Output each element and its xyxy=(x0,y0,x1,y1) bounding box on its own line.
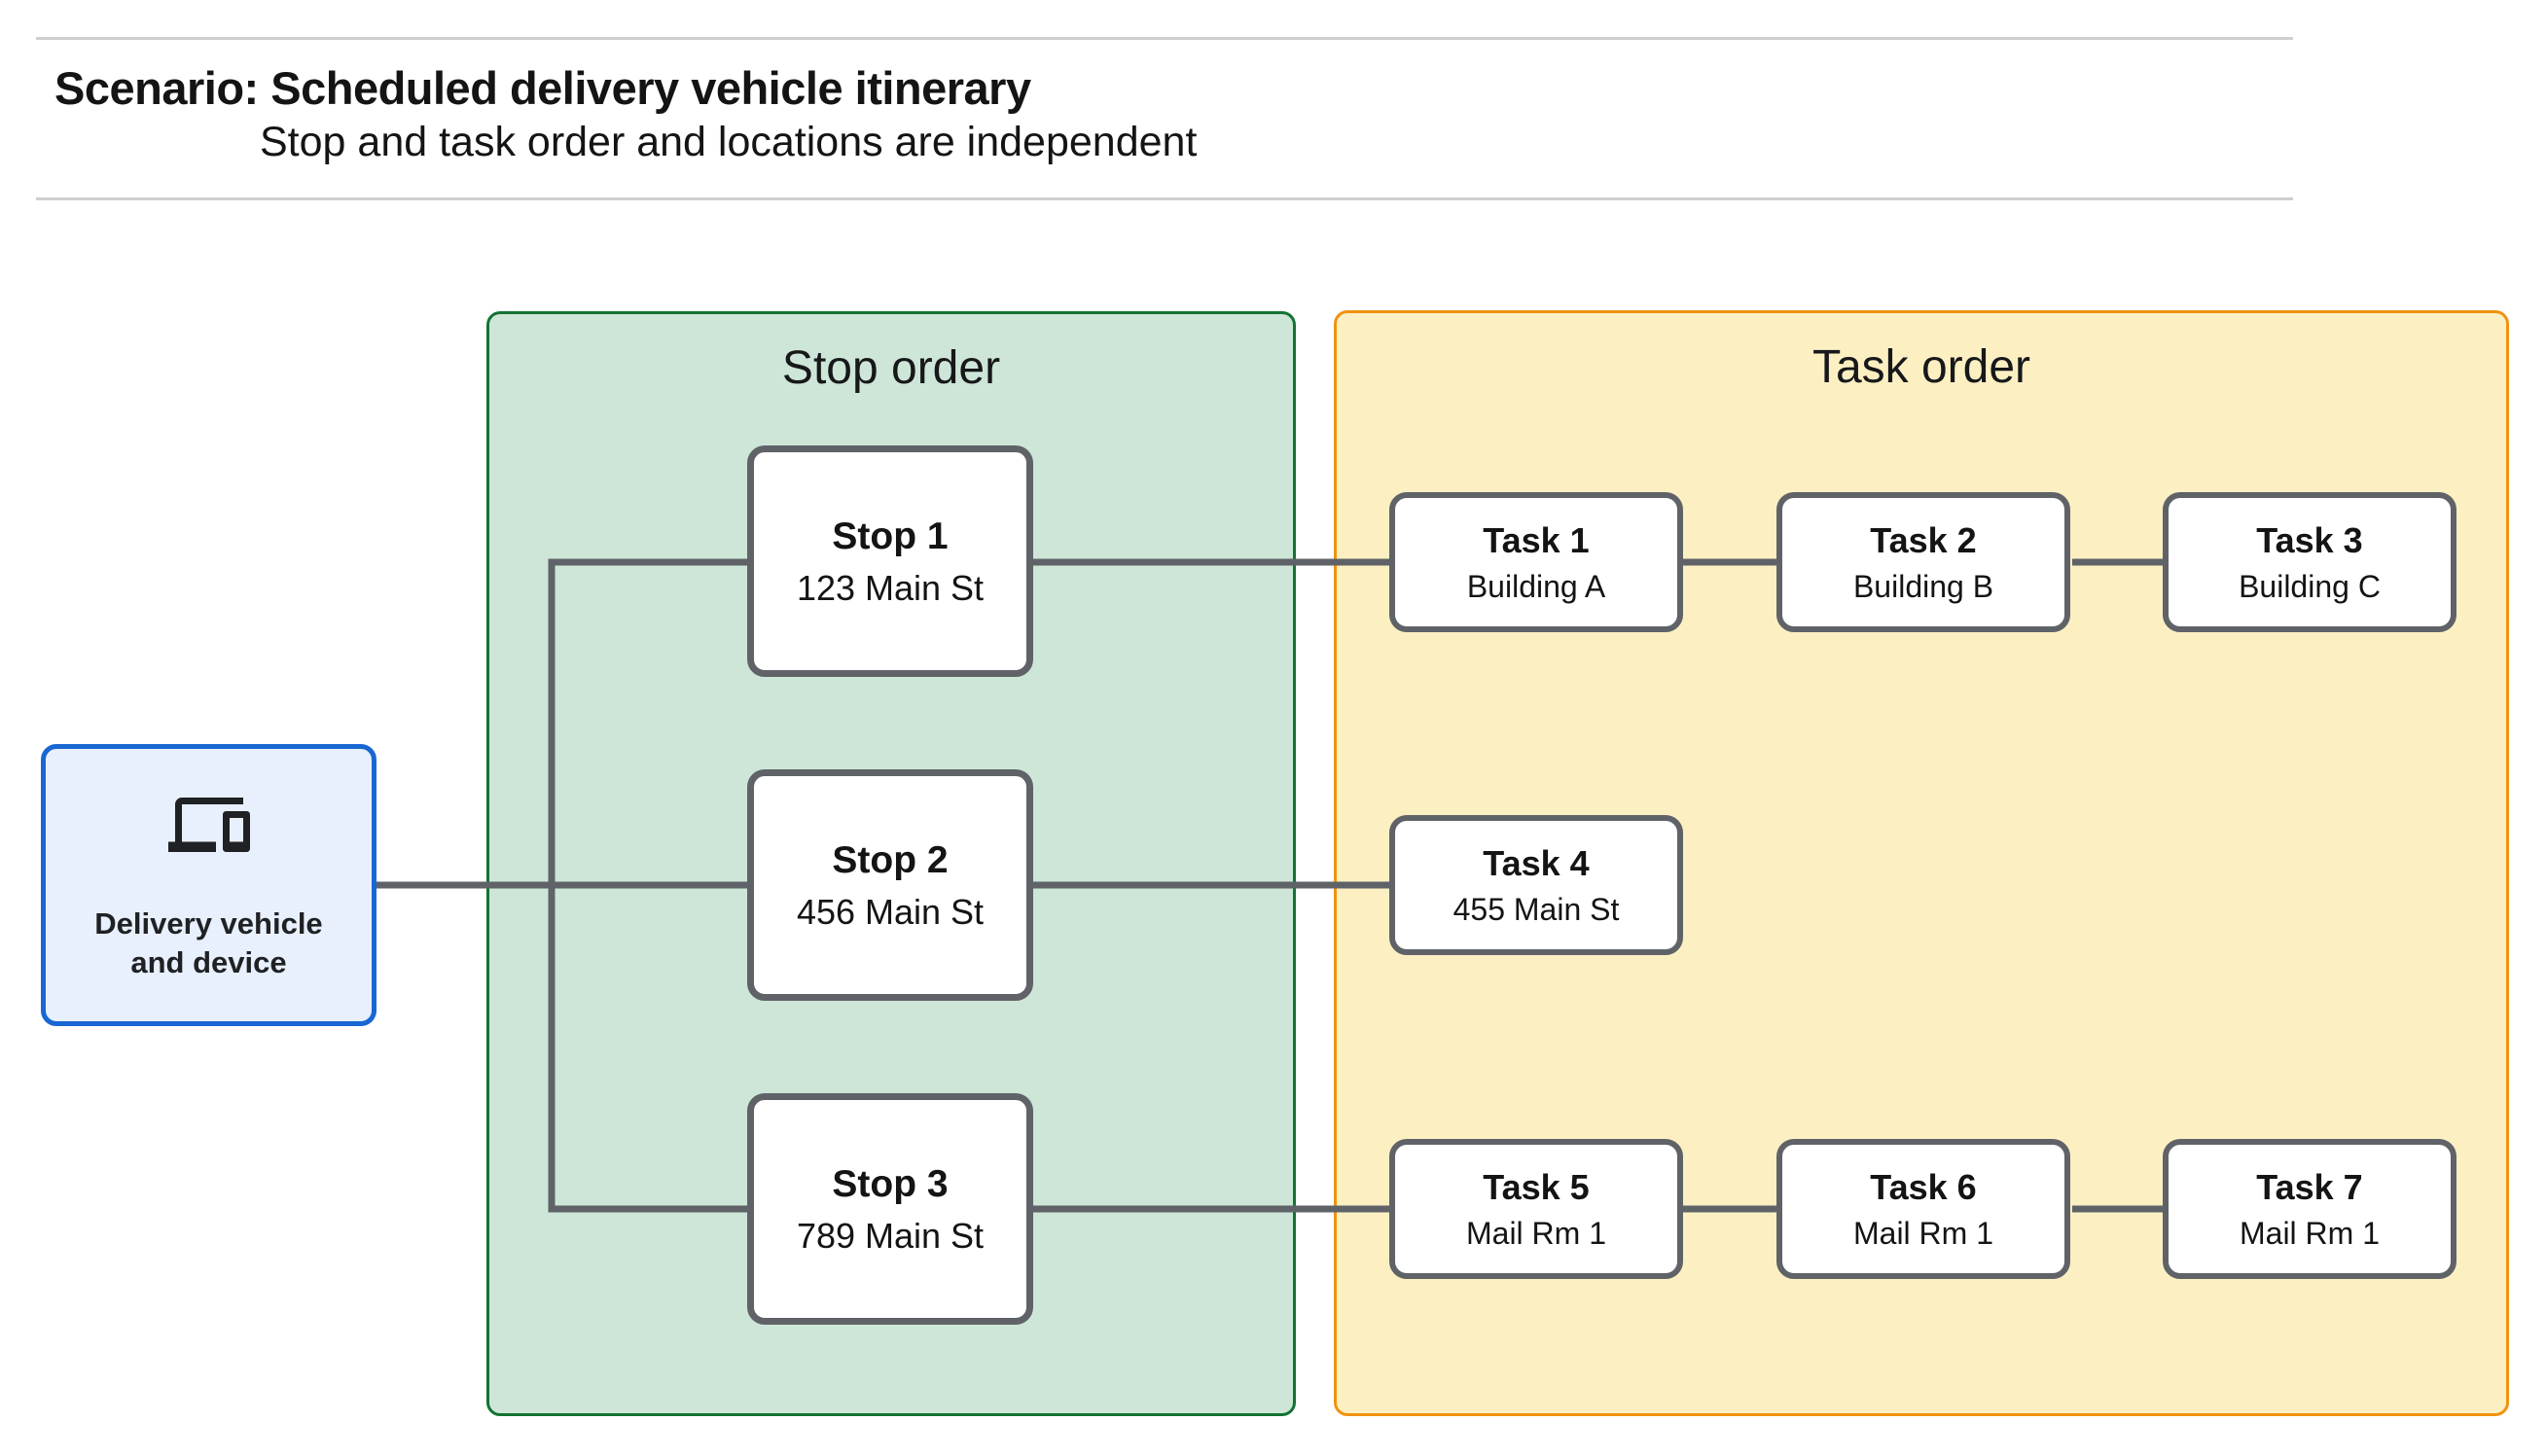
task-node-1: Task 1 Building A xyxy=(1389,492,1683,632)
task-1-name: Task 1 xyxy=(1483,519,1590,560)
task-node-4: Task 4 455 Main St xyxy=(1389,815,1683,955)
devices-icon xyxy=(167,798,250,852)
stop-3-location: 789 Main St xyxy=(796,1215,985,1256)
stop-node-2: Stop 2 456 Main St xyxy=(747,769,1033,1001)
header-divider-top xyxy=(36,37,2293,40)
task-3-name: Task 3 xyxy=(2256,519,2363,560)
task-node-3: Task 3 Building C xyxy=(2163,492,2456,632)
stop-1-name: Stop 1 xyxy=(832,515,949,557)
header-divider-bottom xyxy=(36,197,2293,200)
stop-3-name: Stop 3 xyxy=(832,1162,949,1205)
delivery-vehicle-label-line1: Delivery vehicle xyxy=(94,906,323,941)
task-4-location: 455 Main St xyxy=(1452,891,1620,927)
stop-1-location: 123 Main St xyxy=(796,567,985,608)
stop-node-1: Stop 1 123 Main St xyxy=(747,445,1033,677)
delivery-vehicle-label: Delivery vehicle and device xyxy=(94,905,322,983)
task-5-location: Mail Rm 1 xyxy=(1465,1215,1606,1251)
task-7-location: Mail Rm 1 xyxy=(2239,1215,2380,1251)
task-2-name: Task 2 xyxy=(1870,519,1977,560)
task-3-location: Building C xyxy=(2239,568,2381,604)
delivery-vehicle-label-line2: and device xyxy=(130,945,287,980)
task-4-name: Task 4 xyxy=(1483,842,1590,883)
page-subtitle: Stop and task order and locations are in… xyxy=(260,119,1198,165)
stop-node-3: Stop 3 789 Main St xyxy=(747,1093,1033,1325)
task-6-name: Task 6 xyxy=(1870,1166,1977,1207)
task-1-location: Building A xyxy=(1466,568,1606,604)
stop-2-location: 456 Main St xyxy=(796,891,985,932)
task-order-panel-title: Task order xyxy=(1811,341,2031,393)
task-node-2: Task 2 Building B xyxy=(1776,492,2070,632)
stop-order-panel-title: Stop order xyxy=(781,342,1001,394)
task-node-6: Task 6 Mail Rm 1 xyxy=(1776,1139,2070,1279)
delivery-vehicle-node: Delivery vehicle and device xyxy=(41,744,377,1026)
page-title: Scenario: Scheduled delivery vehicle iti… xyxy=(54,62,1031,114)
task-node-7: Task 7 Mail Rm 1 xyxy=(2163,1139,2456,1279)
stop-2-name: Stop 2 xyxy=(832,838,949,881)
task-7-name: Task 7 xyxy=(2256,1166,2363,1207)
task-6-location: Mail Rm 1 xyxy=(1852,1215,1993,1251)
task-node-5: Task 5 Mail Rm 1 xyxy=(1389,1139,1683,1279)
task-5-name: Task 5 xyxy=(1483,1166,1590,1207)
task-2-location: Building B xyxy=(1852,568,1994,604)
